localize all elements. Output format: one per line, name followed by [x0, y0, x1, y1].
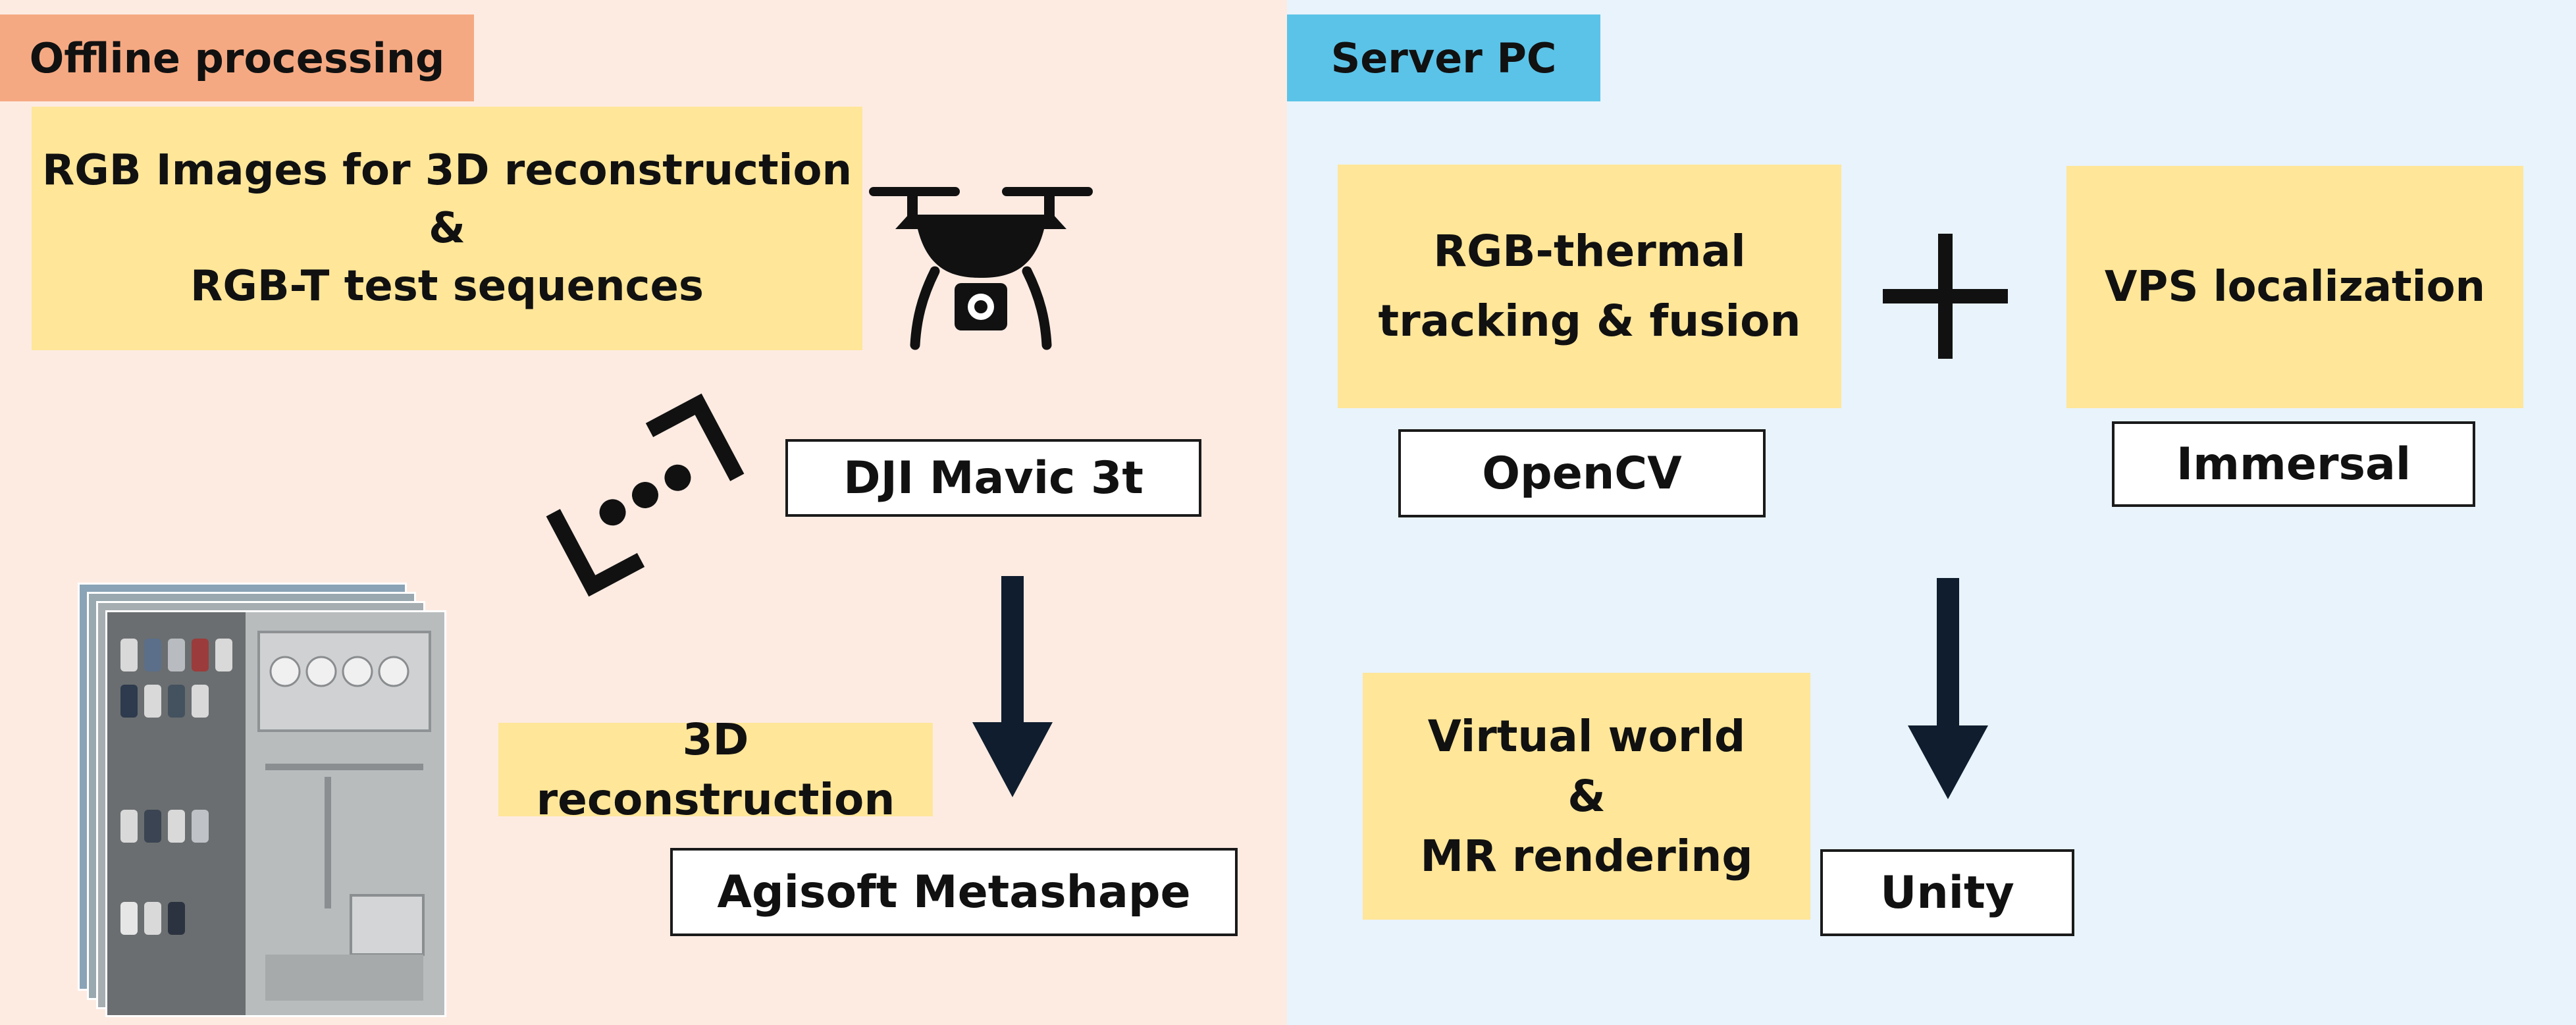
virtual-world-line3: MR rendering: [1420, 831, 1753, 882]
rgb-images-line3: RGB-T test sequences: [190, 262, 704, 311]
arrow-down-icon: [972, 576, 1053, 797]
unity-label-box: Unity: [1820, 849, 2074, 936]
aerial-scene: [107, 612, 444, 1015]
aerial-image-stack-icon: [78, 583, 446, 1017]
opencv-label-box: OpenCV: [1398, 429, 1766, 517]
rgb-images-line2: &: [429, 203, 465, 253]
virtual-world-line2: &: [1567, 770, 1606, 822]
virtual-world-line1: Virtual world: [1427, 710, 1746, 762]
metashape-label-box: Agisoft Metashape: [670, 848, 1238, 936]
offline-processing-title: Offline processing: [0, 14, 474, 101]
arrow-down-icon: [1908, 578, 1988, 799]
tracking-line2: tracking & fusion: [1378, 296, 1801, 346]
vps-localization-note: VPS localization: [2066, 166, 2523, 408]
tracking-fusion-note: RGB-thermal tracking & fusion: [1338, 165, 1841, 408]
reconstruction-note: 3D reconstruction: [498, 714, 933, 825]
virtual-world-note: Virtual world & MR rendering: [1363, 673, 1810, 920]
plus-sign: [1883, 234, 2008, 359]
rgb-images-line1: RGB Images for 3D reconstruction: [42, 145, 852, 195]
server-pc-title: Server PC: [1287, 14, 1600, 101]
immersal-label-box: Immersal: [2112, 421, 2475, 507]
drone-icon: [869, 187, 1093, 350]
camera-capture-icon: [546, 393, 745, 597]
tracking-line1: RGB-thermal: [1433, 226, 1746, 277]
aerial-image-front: [105, 610, 446, 1017]
rgb-images-note: RGB Images for 3D reconstruction & RGB-T…: [32, 107, 862, 350]
drone-label-box: DJI Mavic 3t: [785, 439, 1201, 517]
